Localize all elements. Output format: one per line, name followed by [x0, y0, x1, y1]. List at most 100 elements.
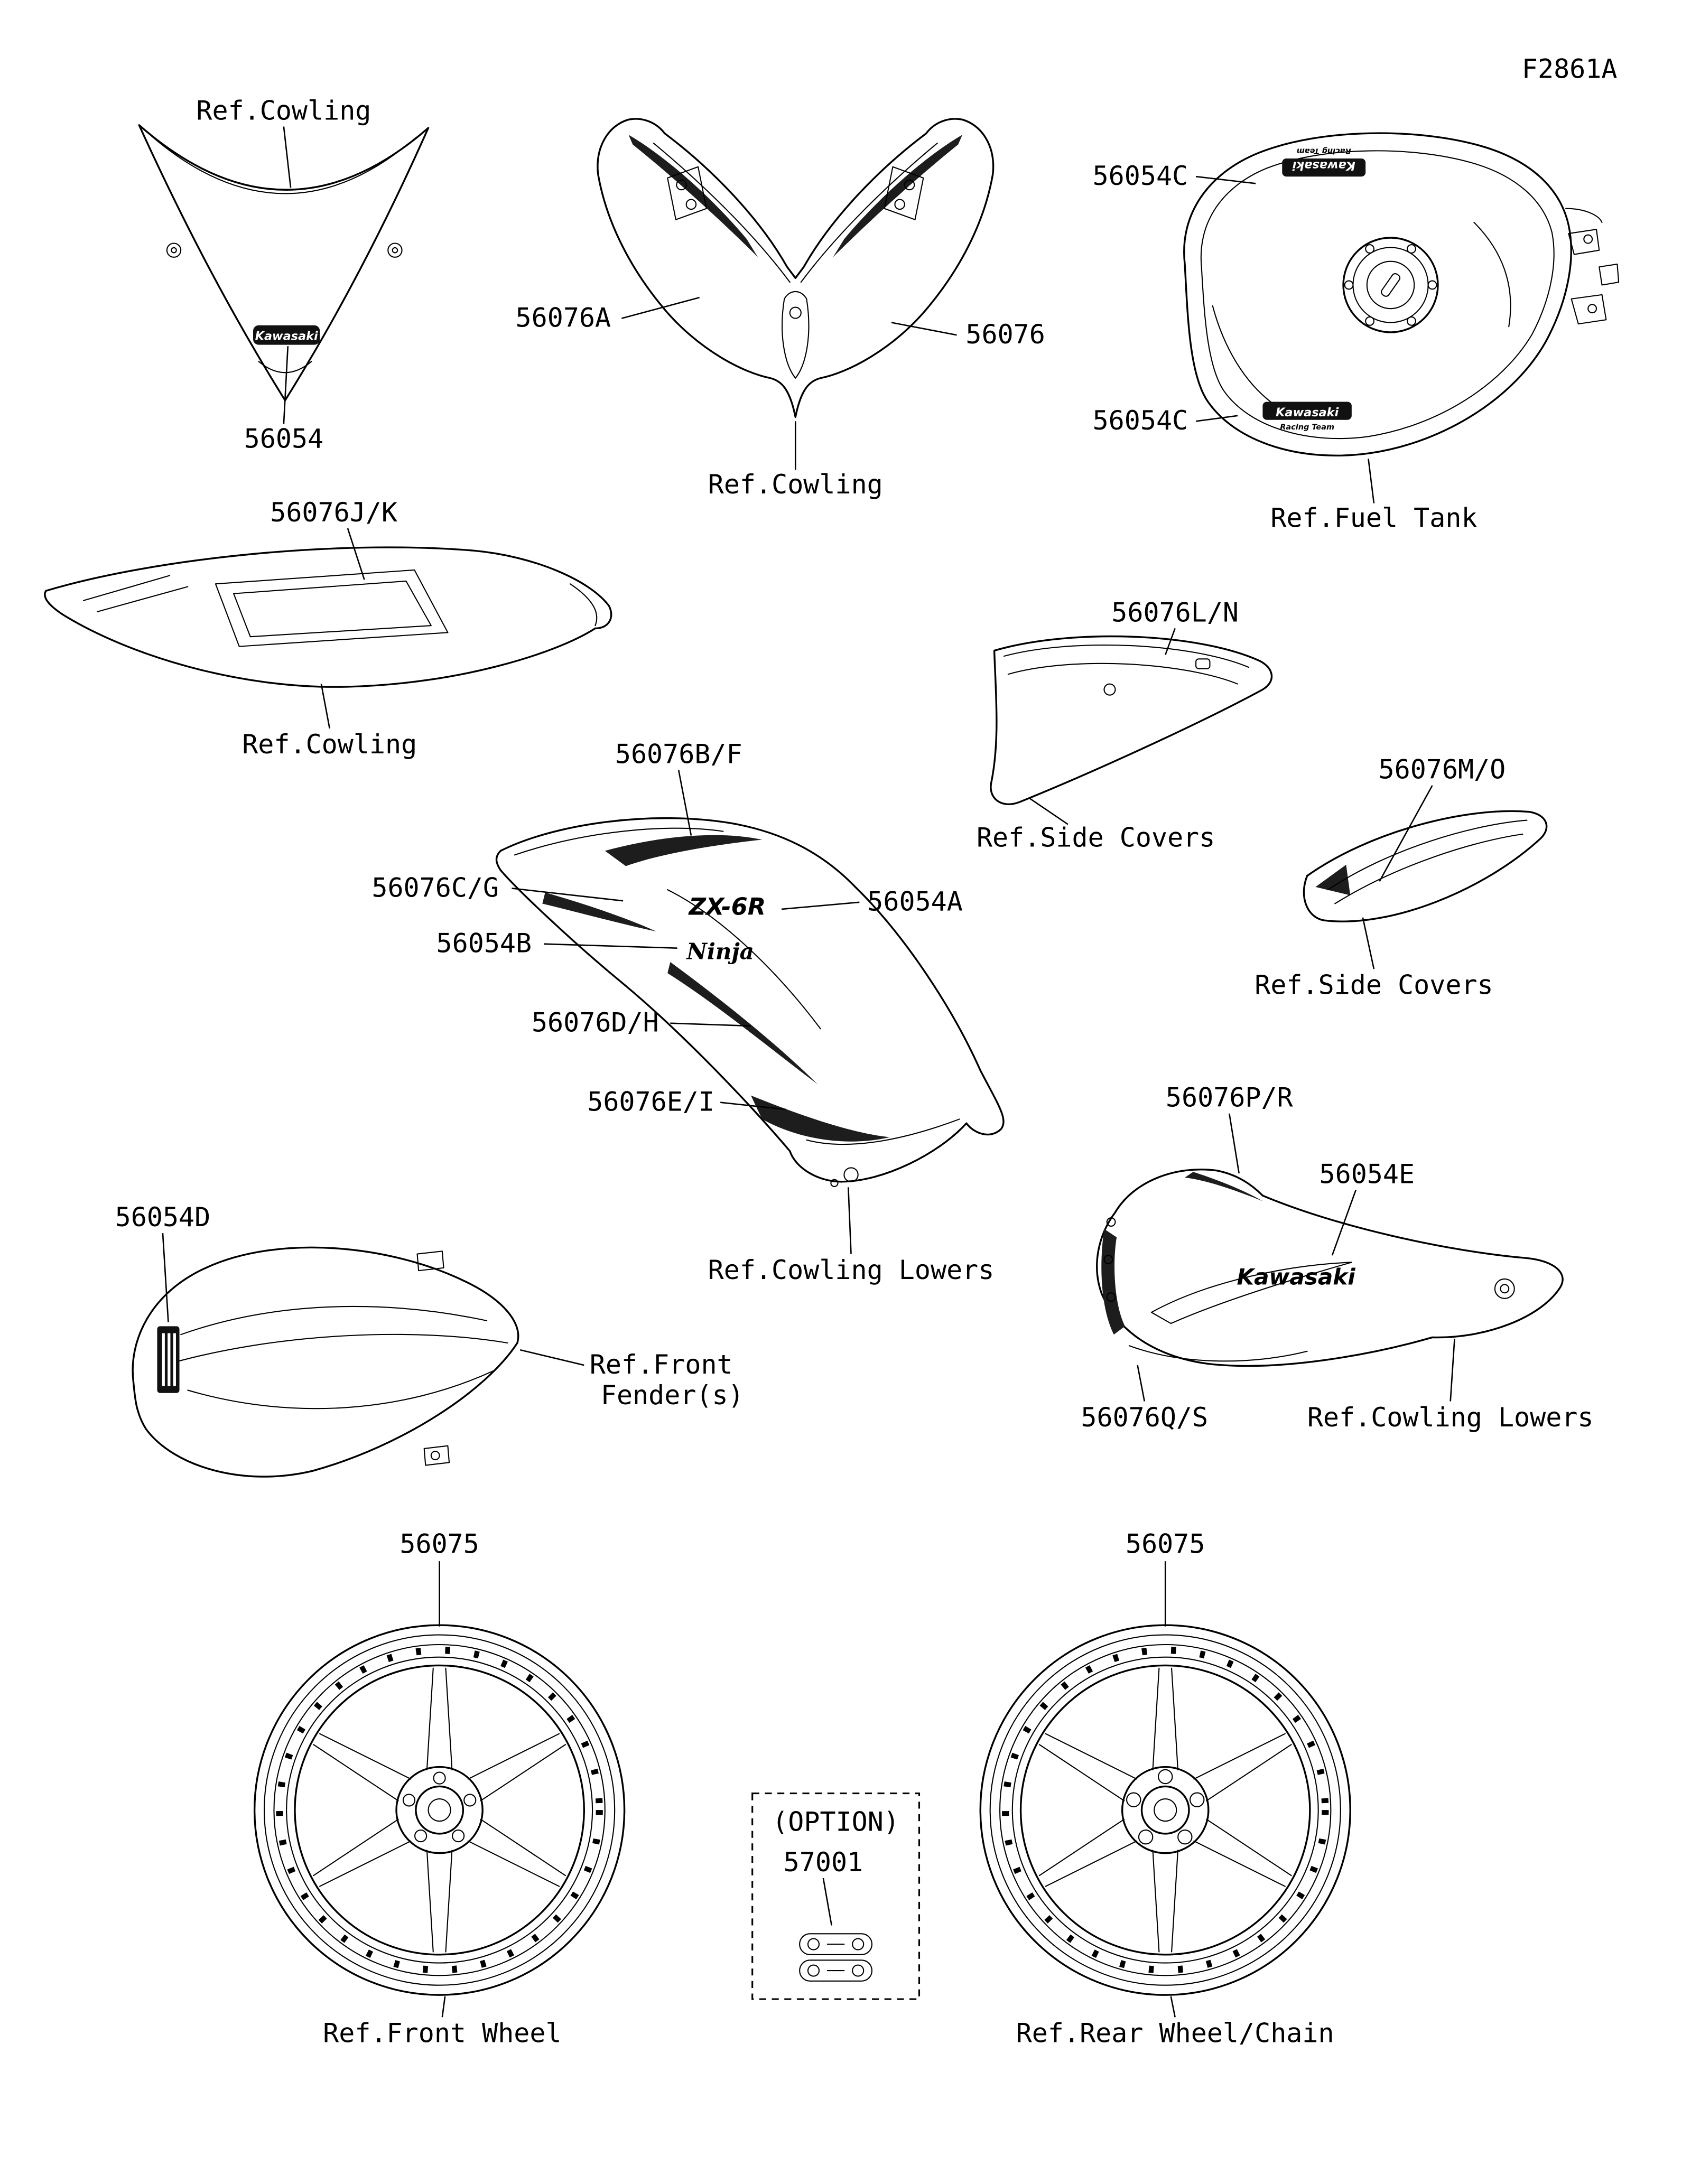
side-cowling-part-54a-label: 56054A [867, 886, 963, 917]
side-cowling-bottom-bracket [830, 1167, 859, 1187]
tank-logo-sub-top: Racing Team [1297, 147, 1351, 155]
front-cowling-outline [597, 118, 995, 418]
front-wheel-ref-label: Ref.Front Wheel [323, 2018, 561, 2049]
lower-cowling-group: Kawasaki 56076P/R 56054E 56076Q/S Ref.Co… [1081, 1082, 1593, 1433]
fuel-tank-outline [1183, 132, 1572, 457]
side-cowling-decal-bf [605, 835, 763, 866]
side-cover-lower-group: 56076M/O Ref.Side Covers [1255, 754, 1548, 1000]
option-box-border [751, 1792, 921, 2000]
rear-wheel-part-label: 56075 [1126, 1528, 1205, 1559]
front-cowling-nose [782, 291, 810, 379]
side-cover-upper-drawing [990, 635, 1273, 805]
center-cowling-ref-label: Ref.Cowling [242, 729, 417, 760]
leader-line [320, 684, 331, 729]
leader-line [519, 1349, 584, 1366]
fuel-tank-ref-label: Ref.Fuel Tank [1270, 502, 1477, 533]
rear-wheel-ref-label: Ref.Rear Wheel/Chain [1016, 2018, 1334, 2049]
side-cowling-drawing: ZX-6R Ninja [495, 817, 1005, 1187]
windscreen-part-label: 56054 [244, 423, 323, 454]
front-fender-group: 56054D Ref.Front Fender(s) [115, 1202, 744, 1478]
leader-line [677, 770, 692, 836]
option-box-part-label: 57001 [784, 1847, 863, 1878]
side-cover-lower-outline [1303, 810, 1548, 922]
center-cowling-outline [44, 546, 612, 688]
tank-logo-brand-bottom: Kawasaki [1276, 406, 1339, 419]
side-cowling-outline [495, 817, 1005, 1183]
side-cover-upper-outline [990, 635, 1273, 805]
rear-wheel-group: 56075 Ref.Rear Wheel/Chain [980, 1528, 1350, 2049]
windscreen-drawing: Kawasaki [138, 124, 430, 402]
windscreen-ref-label: Ref.Cowling [196, 95, 371, 126]
leader-line [1137, 1365, 1146, 1402]
lower-cowling-part-qs-label: 56076Q/S [1081, 1402, 1208, 1433]
center-cowling-drawing [44, 546, 612, 688]
front-cowling-drawing [597, 118, 995, 418]
side-cover-upper-part-label: 56076L/N [1111, 597, 1239, 628]
side-cover-lower-ref-label: Ref.Side Covers [1255, 969, 1493, 1000]
front-fender-outline [132, 1246, 519, 1478]
leader-line [891, 322, 957, 336]
side-cowling-decal-cg [542, 892, 657, 932]
leader-line [1368, 459, 1375, 503]
rear-wheel-drawing [980, 1625, 1350, 1995]
fuel-tank-drawing: Kawasaki Racing Team Kawasaki Racing Tea… [1183, 132, 1620, 457]
fuel-tank-bracket [1565, 208, 1620, 325]
fuel-tank-logo-top: Kawasaki Racing Team [1282, 147, 1366, 177]
side-cowling-part-bf-label: 56076B/F [615, 739, 742, 770]
rear-hub-bolts [1126, 1769, 1205, 1845]
windscreen-tabs [166, 242, 403, 258]
front-fender-ref-line2: Fender(s) [601, 1380, 744, 1411]
lower-cowling-outline [1096, 1168, 1564, 1367]
lower-cowling-drawing: Kawasaki [1096, 1168, 1564, 1367]
lower-cowling-part-54e-label: 56054E [1320, 1159, 1415, 1189]
side-cover-upper-group: 56076L/N Ref.Side Covers [977, 597, 1273, 853]
leader-line [1379, 785, 1433, 882]
option-box-group: (OPTION) 57001 [751, 1792, 921, 2000]
front-cowling-part-right-label: 56076 [965, 319, 1045, 350]
windscreen-outline [138, 124, 430, 402]
fuel-tank-logo-bottom: Kawasaki Racing Team [1262, 402, 1352, 432]
side-cover-lower-part-label: 56076M/O [1379, 754, 1506, 785]
front-cowling-right-bracket [884, 166, 924, 220]
front-cowling-ref-label: Ref.Cowling [708, 469, 883, 500]
front-cowling-group: 56076A 56076 Ref.Cowling [516, 118, 1045, 500]
leader-line [822, 1878, 832, 1926]
leader-line [1195, 175, 1256, 184]
side-cowling-part-ei-label: 56076E/I [587, 1087, 714, 1117]
leader-line [347, 528, 365, 580]
leader-line [621, 296, 700, 319]
windscreen-group: Kawasaki Ref.Cowling 56054 [138, 95, 430, 454]
fuel-cap [1342, 237, 1439, 333]
side-cover-lower-drawing [1303, 810, 1548, 922]
leader-line [441, 1996, 446, 2018]
front-wheel-group: 56075 Ref.Front Wheel [255, 1528, 625, 2049]
fuel-tank-group: Kawasaki Racing Team Kawasaki Racing Tea… [1093, 132, 1620, 533]
leader-line [1164, 628, 1176, 655]
lower-cowling-ref-label: Ref.Cowling Lowers [1307, 1402, 1594, 1433]
leader-line [1195, 415, 1238, 422]
front-wheel-drawing [255, 1625, 625, 1995]
front-cowling-part-left-label: 56076A [516, 302, 611, 333]
side-cover-upper-ref-label: Ref.Side Covers [977, 823, 1215, 853]
center-cowling-part-label: 56076J/K [270, 497, 397, 528]
windscreen-logo-text: Kawasaki [255, 329, 318, 343]
front-cowling-left-bracket [667, 166, 707, 220]
front-hub-bolts [402, 1771, 477, 1843]
leader-line [1331, 1190, 1356, 1256]
tank-logo-brand-top: Kawasaki [1292, 159, 1355, 173]
fuel-tank-part-bottom-label: 56054C [1093, 405, 1188, 436]
side-cowling-part-54b-label: 56054B [436, 928, 532, 959]
lower-cowling-part-pr-label: 56076P/R [1166, 1082, 1294, 1113]
side-cowling-part-dh-label: 56076D/H [532, 1007, 659, 1038]
leader-line [670, 1022, 751, 1027]
leader-line [1450, 1338, 1455, 1402]
leader-line [283, 346, 289, 424]
front-wheel-part-label: 56075 [399, 1528, 479, 1559]
side-cowling-model-logo: ZX-6R [687, 892, 766, 920]
leader-line [847, 1187, 852, 1254]
leader-line [512, 888, 624, 902]
leader-line [162, 1233, 169, 1322]
figure-code: F2861A [1522, 53, 1618, 84]
lower-cowling-screws [1103, 1217, 1515, 1302]
